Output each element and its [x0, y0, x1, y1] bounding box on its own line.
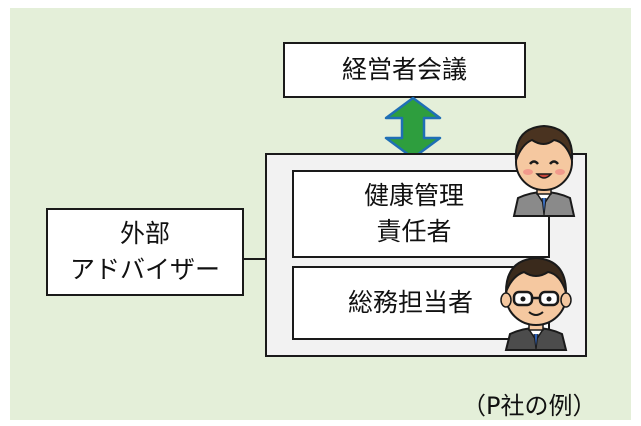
- double-arrow-icon: [384, 96, 442, 160]
- smiling-person-icon: [512, 124, 576, 217]
- external-advisor-label-line1: 外部: [119, 219, 170, 248]
- glasses-person-icon: [500, 256, 572, 351]
- advisor-connector-line: [244, 258, 266, 260]
- health-manager-box: 健康管理 責任者: [292, 170, 550, 258]
- management-meeting-box: 経営者会議: [283, 42, 526, 98]
- example-caption: （P社の例）: [462, 392, 597, 420]
- management-meeting-label: 経営者会議: [341, 55, 467, 84]
- health-manager-label-line1: 健康管理: [364, 181, 465, 210]
- health-manager-label-line2: 責任者: [376, 217, 452, 246]
- general-affairs-label: 総務担当者: [348, 288, 474, 317]
- external-advisor-label-line2: アドバイザー: [69, 255, 220, 284]
- external-advisor-box: 外部 アドバイザー: [46, 208, 244, 296]
